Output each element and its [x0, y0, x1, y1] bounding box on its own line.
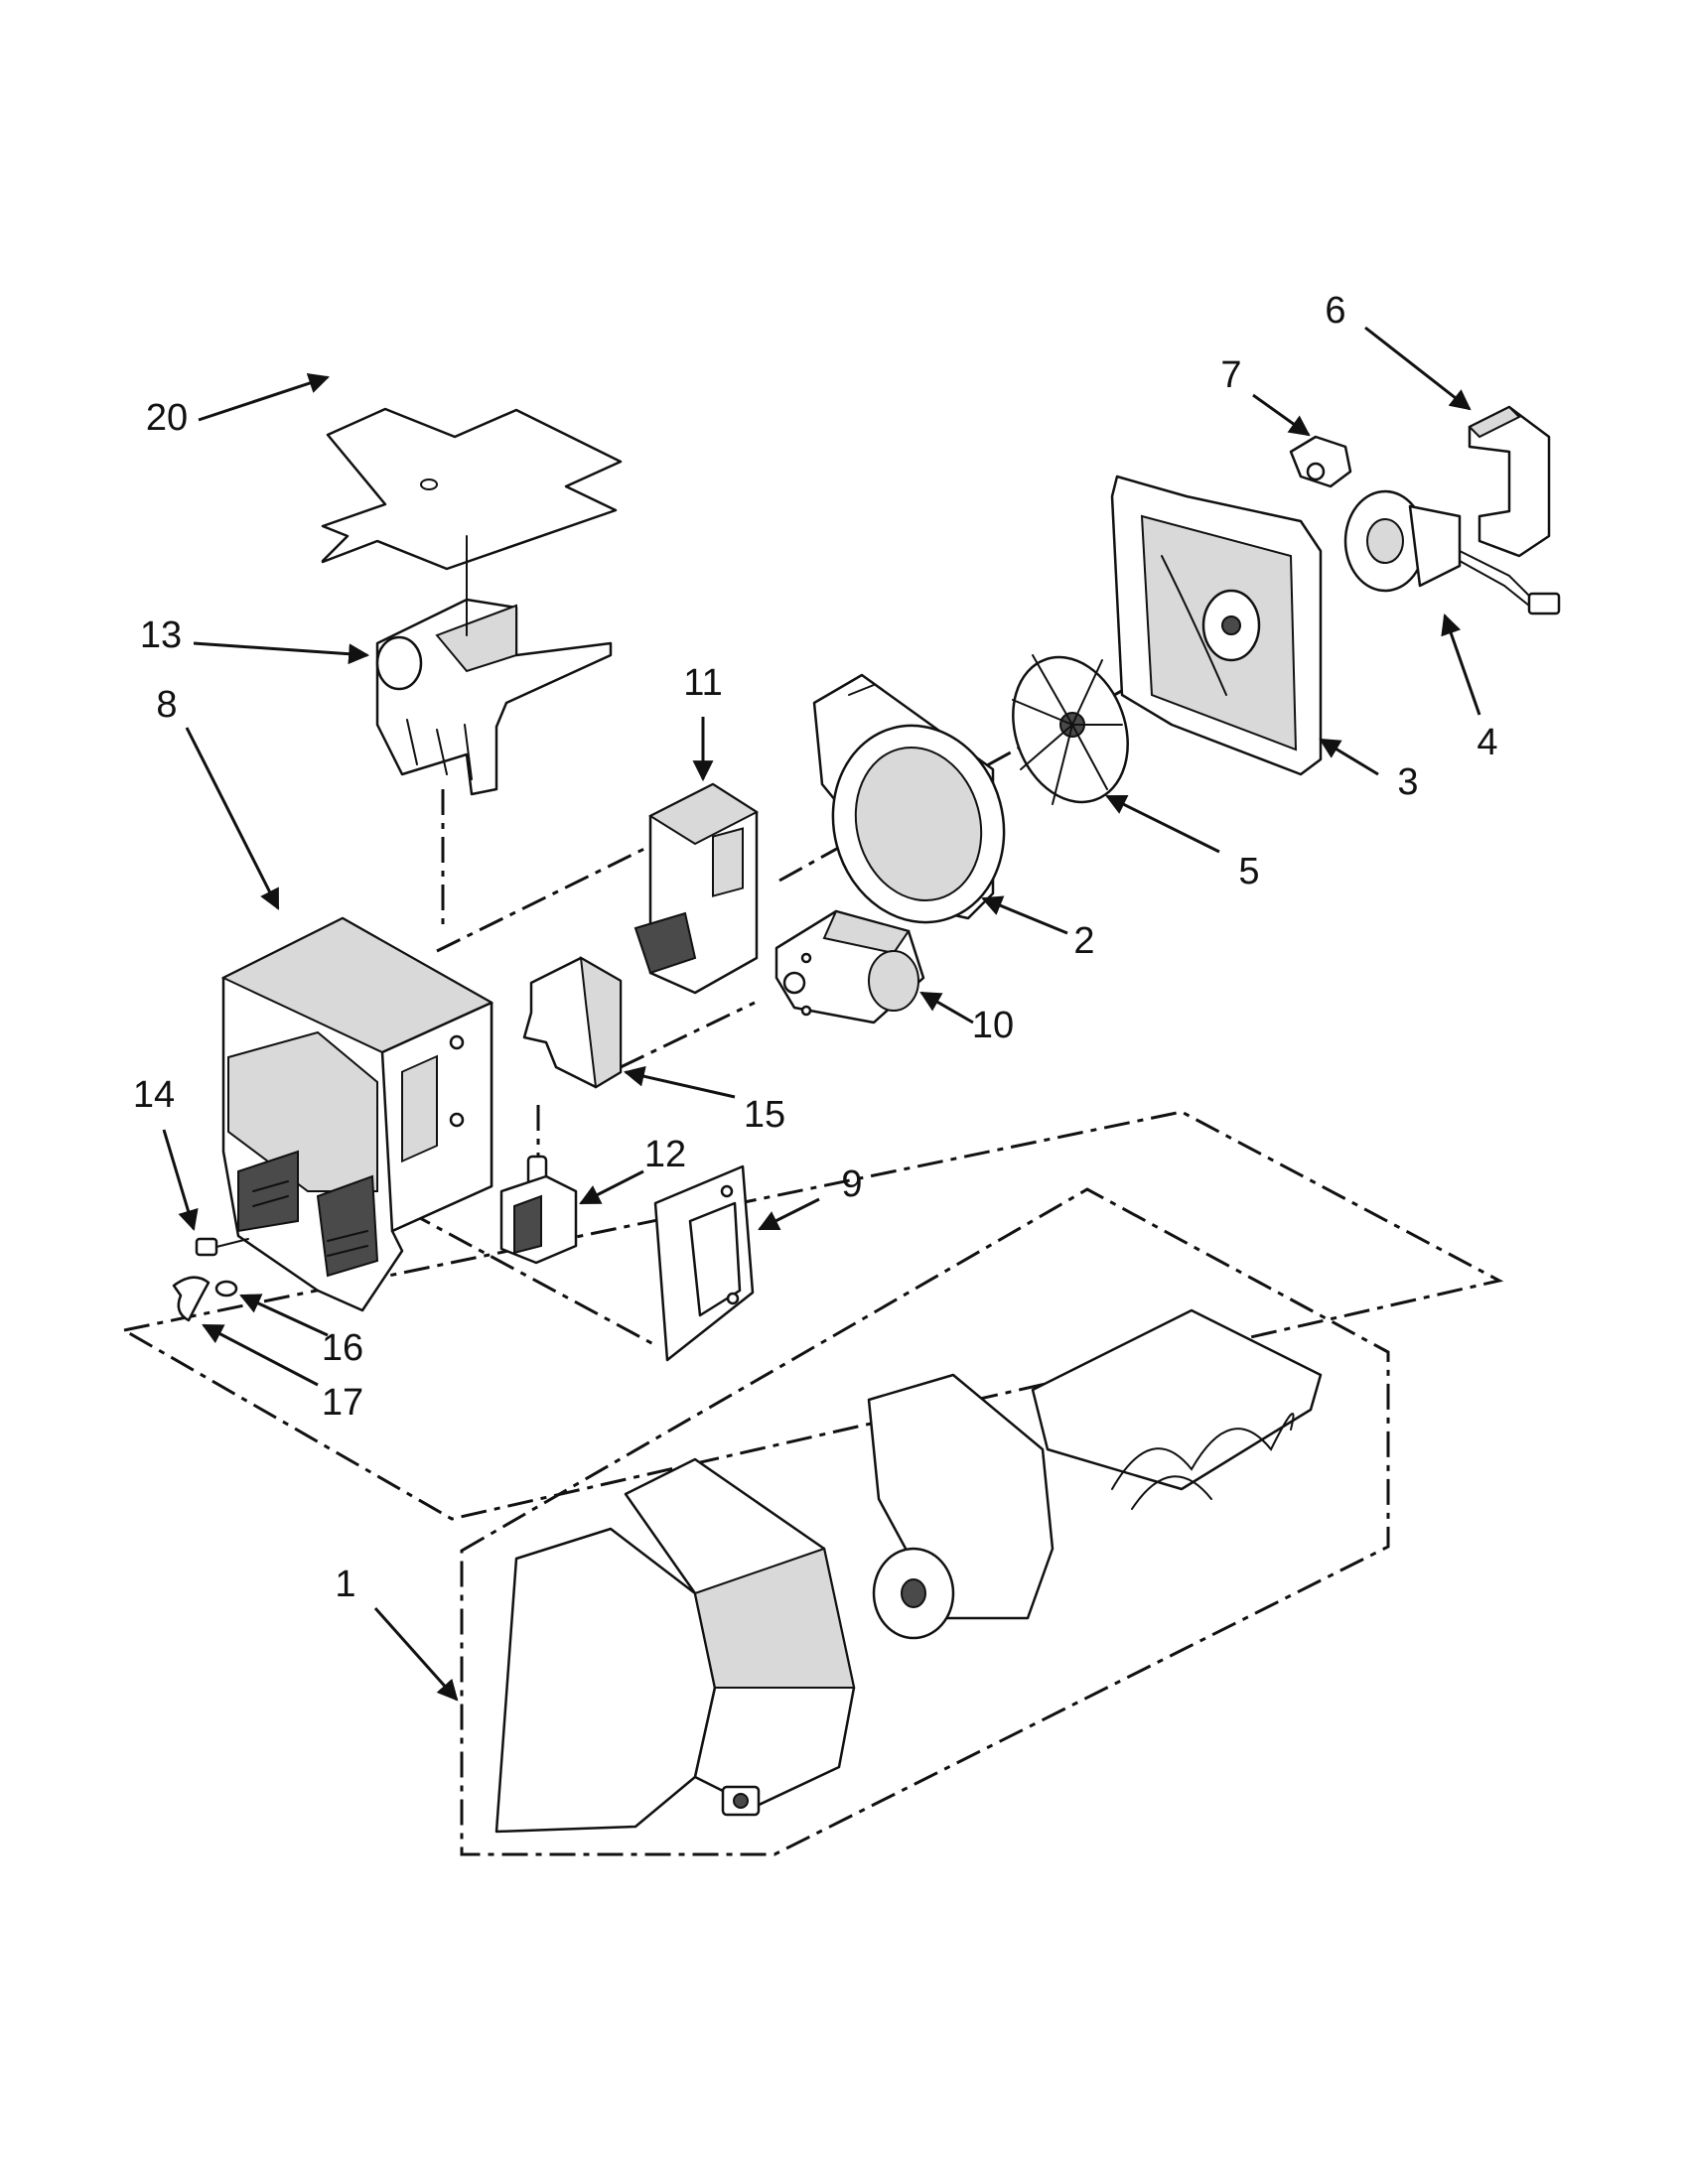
leader-4 — [1441, 614, 1481, 716]
callout-9: 9 — [841, 1163, 862, 1205]
part-20-hole — [420, 478, 438, 490]
leader-6 — [1364, 326, 1472, 411]
leader-12 — [579, 1169, 644, 1205]
part-17-crank — [172, 1276, 211, 1322]
leader-5 — [1105, 794, 1220, 854]
part-20-insulation-sheet — [321, 407, 623, 571]
callout-12: 12 — [644, 1134, 686, 1175]
leader-16 — [239, 1294, 329, 1337]
part-13-chute — [375, 535, 613, 796]
leader-15 — [623, 1065, 736, 1099]
part-1-ice-bin — [494, 1308, 1323, 1834]
callout-8: 8 — [156, 684, 177, 726]
callout-4: 4 — [1477, 722, 1497, 763]
callout-13: 13 — [140, 614, 182, 656]
leader-8 — [185, 727, 280, 910]
leader-13 — [193, 641, 370, 665]
callout-17: 17 — [322, 1382, 363, 1424]
leader-3 — [1319, 738, 1379, 776]
part-15-solenoid-bracket — [522, 956, 623, 1089]
callout-7: 7 — [1220, 354, 1241, 396]
part-7-clip — [1289, 435, 1352, 488]
callout-2: 2 — [1073, 920, 1094, 962]
part-3-fan-frame — [1110, 475, 1323, 776]
callout-3: 3 — [1397, 761, 1418, 803]
part-5-fan-blade — [1012, 654, 1129, 805]
leader-14 — [162, 1129, 199, 1232]
alignment-line-top — [436, 844, 651, 953]
part-11-bracket — [633, 782, 760, 995]
leader-9 — [758, 1197, 820, 1231]
leader-17 — [202, 1323, 319, 1387]
leader-7 — [1252, 393, 1311, 437]
part-12-solenoid — [499, 1155, 578, 1265]
part-8-housing — [220, 916, 494, 1312]
callout-10: 10 — [972, 1005, 1014, 1046]
callout-6: 6 — [1325, 290, 1345, 332]
part-14-screw — [195, 1237, 249, 1257]
leader-1 — [373, 1607, 459, 1702]
part-10-motor — [774, 909, 925, 1024]
leader-2 — [981, 895, 1068, 935]
callout-15: 15 — [744, 1094, 785, 1136]
callout-16: 16 — [322, 1327, 363, 1369]
callout-1: 1 — [335, 1564, 355, 1605]
leader-10 — [919, 991, 974, 1024]
part-16-washer — [214, 1280, 238, 1297]
callout-11: 11 — [683, 662, 722, 704]
assembly-outline-ice-bin — [460, 1187, 1390, 1856]
part-6-motor-bracket — [1468, 405, 1551, 558]
leader-20 — [198, 372, 330, 422]
part-9-face-plate — [653, 1164, 755, 1362]
callout-20: 20 — [146, 397, 188, 439]
part-2-fan-shroud — [812, 673, 1006, 924]
assembly-outline-lower — [119, 1110, 1504, 1521]
alignment-line-15 — [620, 1001, 756, 1069]
callout-5: 5 — [1238, 851, 1259, 892]
part-4-fan-motor — [1343, 489, 1561, 615]
callout-14: 14 — [133, 1074, 175, 1116]
